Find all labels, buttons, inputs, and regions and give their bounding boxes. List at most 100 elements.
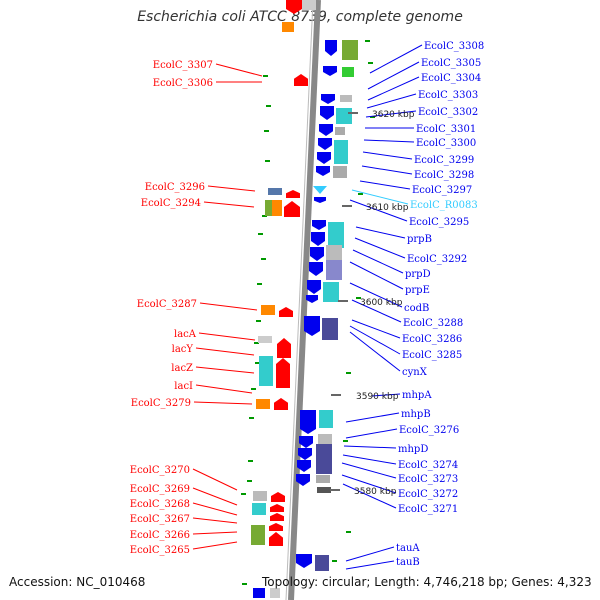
gc-skew-block <box>268 188 282 195</box>
tick-mark <box>346 531 351 533</box>
gene-label-right: EcolC_3285 <box>402 350 462 361</box>
left-label-leader <box>199 302 258 311</box>
gc-skew-block <box>323 282 339 302</box>
kbp-marker-label: 3590 kbp <box>356 392 399 402</box>
right-label-leader <box>367 61 420 90</box>
tick-mark <box>249 417 254 419</box>
gene-label-left: EcolC_3307 <box>153 60 213 71</box>
left-label-leader <box>192 468 238 491</box>
kbp-marker-label: 3620 kbp <box>372 110 415 120</box>
gc-skew-block <box>317 487 331 493</box>
reverse-gene-arrow <box>294 74 308 86</box>
right-label-leader <box>341 462 397 479</box>
gene-label-left: EcolC_3266 <box>130 530 190 541</box>
gene-label-right: EcolC_3273 <box>398 474 458 485</box>
gc-skew-block <box>282 22 294 32</box>
kbp-marker-label: 3610 kbp <box>366 203 409 213</box>
genome-title: Escherichia coli ATCC 8739, complete gen… <box>137 9 463 25</box>
gc-skew-block <box>261 305 275 315</box>
gene-label-left: lacZ <box>171 363 193 374</box>
right-label-leader <box>354 237 406 259</box>
gc-skew-block <box>319 410 333 428</box>
tick-mark <box>261 258 266 260</box>
gc-skew-block <box>316 444 332 474</box>
left-label-leader <box>195 366 255 374</box>
gc-skew-block <box>253 491 267 501</box>
gc-skew-block <box>315 555 329 571</box>
gene-label-left: EcolC_3270 <box>130 465 190 476</box>
genome-backbone <box>285 0 321 600</box>
gene-label-left: lacY <box>172 344 194 355</box>
left-label-leader <box>198 332 256 341</box>
forward-gene-arrow <box>310 247 324 261</box>
reverse-gene-arrow <box>284 201 300 217</box>
right-label-leader <box>345 428 398 439</box>
left-label-leader <box>192 487 238 506</box>
gene-label-left: EcolC_3296 <box>145 182 205 193</box>
right-label-leader <box>366 93 417 109</box>
forward-gene-arrow <box>296 474 310 486</box>
left-label-leader <box>207 185 256 192</box>
gc-skew-block <box>334 140 348 164</box>
gc-skew-block <box>302 0 316 10</box>
gene-label-right: EcolC_3299 <box>414 155 474 166</box>
left-label-leader <box>193 401 253 405</box>
gene-label-right: EcolC_3304 <box>421 73 481 84</box>
right-label-leader <box>359 180 411 190</box>
reverse-gene-arrow <box>276 358 290 388</box>
accession-text: Accession: NC_010468 <box>9 575 146 589</box>
gc-skew-block <box>333 166 347 178</box>
tick-mark <box>248 460 253 462</box>
right-label-leader <box>362 151 413 160</box>
gene-label-right: mhpB <box>401 409 431 420</box>
topology-text: Topology: circular; Length: 4,746,218 bp… <box>262 575 592 589</box>
tick-mark <box>265 160 270 162</box>
gc-skew-block <box>272 200 282 216</box>
tick-mark <box>251 388 256 390</box>
gc-skew-block <box>251 525 265 545</box>
forward-gene-arrow <box>304 316 320 336</box>
gene-label-right: EcolC_R0083 <box>410 200 478 211</box>
forward-gene-arrow <box>299 436 313 448</box>
gene-labels: EcolC_3307EcolC_3306EcolC_3296EcolC_3294… <box>130 41 484 568</box>
right-label-leader <box>349 199 408 222</box>
tick-mark <box>254 342 259 344</box>
forward-gene-arrow <box>296 554 312 568</box>
gene-label-right: EcolC_3303 <box>418 90 478 101</box>
gene-label-right: EcolC_3300 <box>416 138 476 149</box>
left-label-leader <box>192 517 238 524</box>
tick-mark <box>257 283 262 285</box>
kbp-marker-label: 3580 kbp <box>354 487 397 497</box>
right-label-leader <box>345 546 395 562</box>
gene-label-right: tauB <box>396 557 420 568</box>
right-label-leader <box>343 445 397 449</box>
gene-label-right: prpB <box>407 234 432 245</box>
tick-mark <box>343 440 348 442</box>
forward-gene-arrow <box>286 0 302 14</box>
forward-gene-arrow <box>321 94 335 104</box>
gene-label-right: codB <box>404 303 429 314</box>
gene-features <box>251 0 358 598</box>
gene-label-right: EcolC_3295 <box>409 217 469 228</box>
gene-label-left: lacA <box>174 329 197 340</box>
reverse-gene-arrow <box>270 504 284 512</box>
right-label-leader <box>342 454 397 465</box>
forward-gene-arrow <box>307 280 321 294</box>
tick-mark <box>365 40 370 42</box>
right-label-leader <box>349 261 404 290</box>
gene-label-left: EcolC_3265 <box>130 545 190 556</box>
label-leader-lines <box>192 44 423 570</box>
gc-skew-block <box>328 222 344 248</box>
forward-gene-arrow <box>325 40 337 56</box>
tick-mark <box>358 193 363 195</box>
tick-mark <box>346 372 351 374</box>
gc-skew-block <box>326 260 342 280</box>
reverse-gene-arrow <box>269 532 283 546</box>
gene-label-right: mhpA <box>402 390 432 401</box>
gene-label-left: EcolC_3267 <box>130 514 190 525</box>
backbone-line <box>288 0 321 600</box>
rna-feature <box>313 186 327 194</box>
gc-skew-block <box>340 95 352 102</box>
gc-skew-block <box>252 503 266 515</box>
